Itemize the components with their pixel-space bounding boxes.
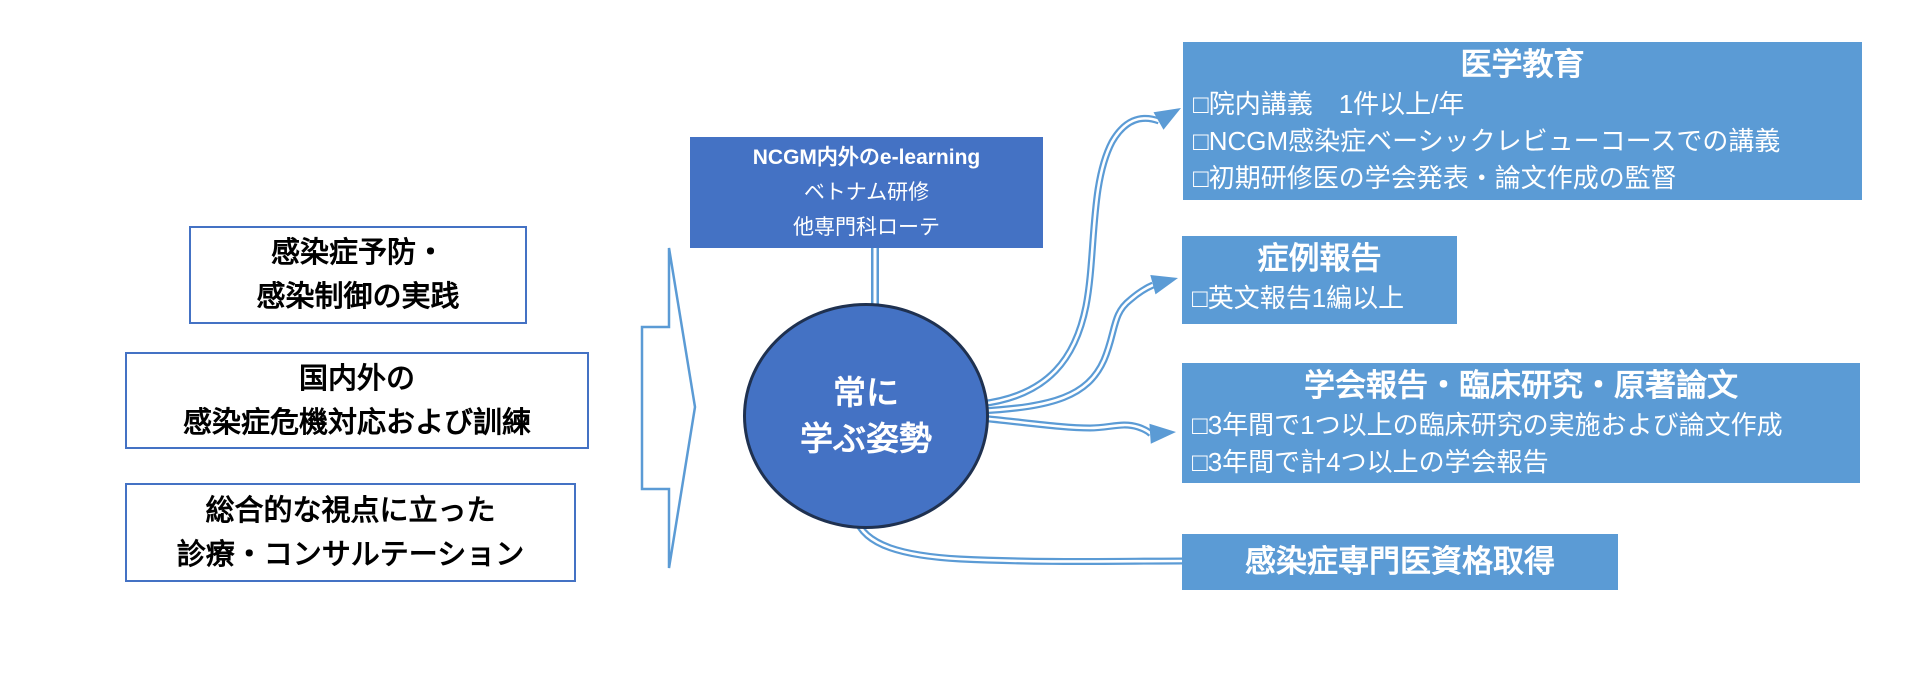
goal-box-infection-prevention: 感染症予防・ 感染制御の実践	[189, 226, 527, 324]
learning-input-line: ベトナム研修	[803, 181, 930, 204]
outcome-checklist-item: □3年間で1つ以上の臨床研究の実施および論文作成	[1192, 410, 1783, 440]
goal-box-consultation: 総合的な視点に立った 診療・コンサルテーション	[125, 483, 576, 582]
circle-to-case-report-arrow-icon	[979, 275, 1178, 415]
goal-box-line: 国内外の	[298, 362, 415, 395]
goal-box-line: 感染症危機対応および訓練	[182, 406, 531, 439]
goal-box-line: 感染症予防・	[270, 237, 445, 269]
circle-to-research-arrow-icon	[979, 414, 1176, 444]
core-attitude-line: 学ぶ姿勢	[800, 420, 932, 457]
core-attitude-circle: 常に 学ぶ姿勢	[743, 303, 989, 529]
outcome-checklist-item: □英文報告1編以上	[1192, 283, 1405, 313]
outcome-checklist-item: □3年間で計4つ以上の学会報告	[1192, 447, 1549, 477]
learning-input-line: NCGM内外のe-learning	[752, 146, 981, 169]
outcome-checklist-item: □院内講義 1件以上/年	[1193, 89, 1465, 119]
outcome-box-case-report: 症例報告 □英文報告1編以上	[1182, 236, 1457, 324]
learning-input-line: 他専門科ローテ	[793, 216, 940, 239]
goal-box-line: 診療・コンサルテーション	[176, 538, 525, 571]
outcome-box-title: 感染症専門医資格取得	[1245, 544, 1555, 579]
outcome-box-title: 学会報告・臨床研究・原著論文	[1304, 368, 1738, 403]
block-right-arrow-icon	[640, 247, 697, 569]
goal-box-crisis-response: 国内外の 感染症危機対応および訓練	[125, 352, 589, 449]
circle-to-education-arrow-icon	[979, 108, 1181, 408]
outcome-checklist-item: □初期研修医の学会発表・論文作成の監督	[1193, 163, 1677, 193]
learning-input-box: NCGM内外のe-learning ベトナム研修 他専門科ローテ	[690, 137, 1043, 248]
goal-box-line: 総合的な視点に立った	[205, 494, 496, 527]
outcome-box-medical-education: 医学教育 □院内講義 1件以上/年 □NCGM感染症ベーシックレビューコースでの…	[1183, 42, 1862, 200]
outcome-box-title: 医学教育	[1460, 47, 1585, 82]
outcome-checklist-item: □NCGM感染症ベーシックレビューコースでの講義	[1193, 126, 1781, 156]
outcome-box-specialist-certification: 感染症専門医資格取得	[1182, 534, 1618, 590]
outcome-box-research-papers: 学会報告・臨床研究・原著論文 □3年間で1つ以上の臨床研究の実施および論文作成 …	[1182, 363, 1860, 483]
goal-box-line: 感染制御の実践	[256, 281, 460, 313]
outcome-box-title: 症例報告	[1257, 241, 1382, 276]
circle-to-certification-connector	[852, 516, 1184, 565]
core-attitude-line: 常に	[833, 374, 899, 411]
